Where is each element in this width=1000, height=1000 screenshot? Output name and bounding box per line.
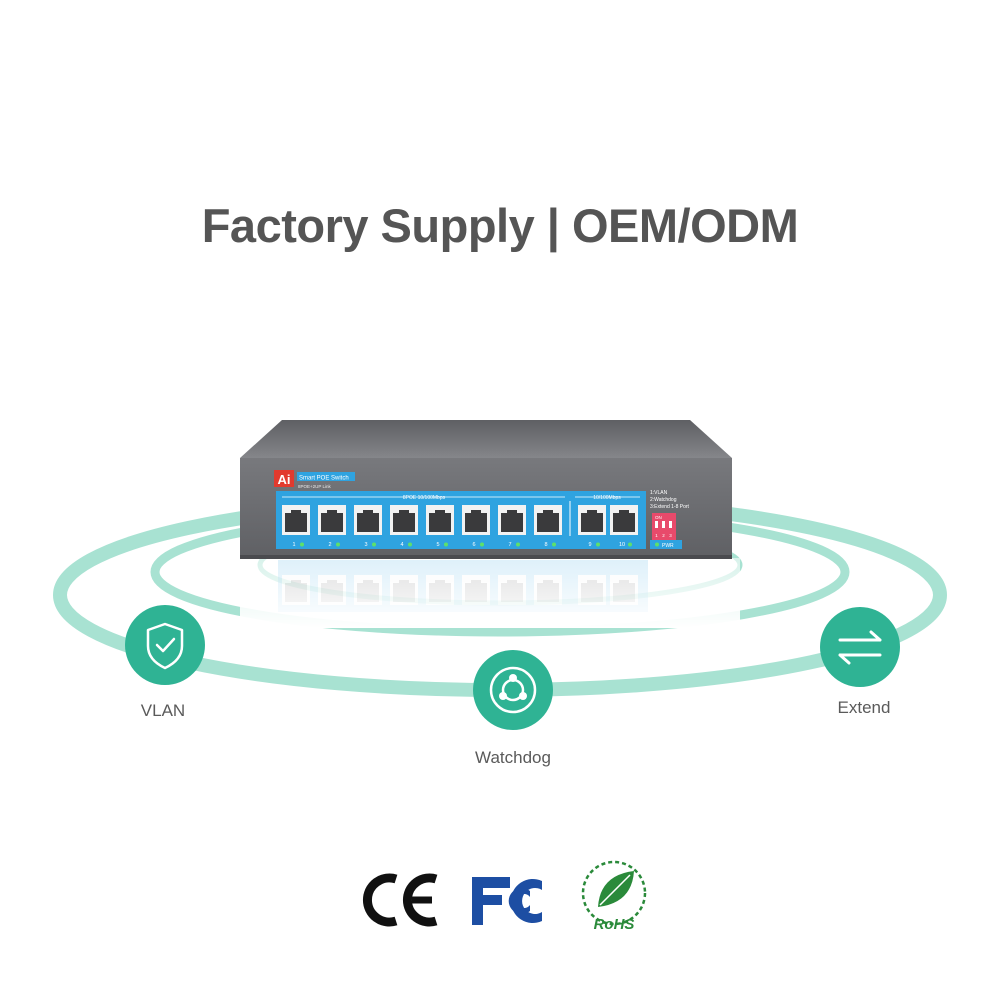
brand-badge	[274, 470, 294, 487]
fcc-mark-icon	[472, 877, 542, 925]
port-led-8	[552, 542, 556, 547]
model-subtitle: 8POE+2UP Link	[298, 484, 332, 489]
pwr-led	[655, 542, 659, 547]
port-led-6	[480, 542, 484, 547]
feature-label-watchdog: Watchdog	[475, 748, 551, 767]
feature-extend	[820, 607, 900, 687]
rohs-text: RoHS	[594, 916, 635, 933]
certification-logos: RoHS	[362, 860, 647, 933]
ethernet-port-10-socket	[613, 513, 635, 532]
port-number-1: 1	[292, 542, 295, 548]
brand-badge-text: Ai	[278, 472, 291, 487]
rohs-mark-icon: RoHS	[581, 860, 647, 933]
port-number-3: 3	[364, 542, 367, 548]
vlan-icon-circle	[125, 605, 205, 685]
port-led-3	[372, 542, 376, 547]
port-led-2	[336, 542, 340, 547]
port-led-1	[300, 542, 304, 547]
uplink-group-label: 10/100Mbps	[593, 495, 621, 501]
feature-label-extend: Extend	[837, 698, 891, 717]
extend-icon-circle	[820, 607, 900, 687]
ethernet-port-7-socket	[501, 513, 523, 532]
feature-vlan	[125, 605, 205, 685]
port-number-10: 10	[619, 542, 625, 548]
poe-switch: Ai Smart POE Switch 8POE+2UP Link 8POE 1…	[240, 420, 732, 559]
dip-number-3: 3	[669, 533, 672, 538]
port-number-8: 8	[544, 542, 547, 548]
port-led-5	[444, 542, 448, 547]
port-number-4: 4	[400, 542, 403, 548]
port-numbers: 1 2 3 4 5 6 7 8 9 10	[292, 542, 632, 548]
ethernet-port-2-socket	[321, 513, 343, 532]
reflection-fade	[240, 558, 740, 628]
ethernet-port-9-socket	[581, 513, 603, 532]
dip-legend-vlan: 1:VLAN	[650, 490, 668, 496]
pwr-label: PWR	[662, 543, 674, 549]
port-led-4	[408, 542, 412, 547]
headline: Factory Supply | OEM/ODM	[201, 199, 799, 252]
model-title: Smart POE Switch	[299, 476, 349, 482]
ethernet-port-5-socket	[429, 513, 451, 532]
feature-watchdog	[473, 650, 553, 730]
port-number-7: 7	[508, 542, 511, 548]
ethernet-port-6-socket	[465, 513, 487, 532]
port-number-2: 2	[328, 542, 331, 548]
ethernet-ports	[282, 505, 638, 535]
dip-on-label: ON	[655, 515, 662, 520]
port-led-10	[628, 542, 632, 547]
dip-number-1: 1	[655, 533, 658, 538]
dip-legend-extend: 3:Extend 1-8 Port	[650, 504, 690, 510]
port-number-6: 6	[472, 542, 475, 548]
port-number-9: 9	[588, 542, 591, 548]
poe-group-label: 8POE 10/100Mbps	[403, 495, 446, 501]
ethernet-port-4-socket	[393, 513, 415, 532]
watchdog-icon-circle	[473, 650, 553, 730]
swap-arrows-icon	[838, 630, 882, 665]
shield-check-icon	[146, 622, 184, 670]
ethernet-port-1-socket	[285, 513, 307, 532]
model-title-bg	[297, 472, 355, 481]
pwr-panel	[650, 540, 682, 549]
feature-label-vlan: VLAN	[140, 701, 186, 720]
port-led-7	[516, 542, 520, 547]
port-number-5: 5	[436, 542, 439, 548]
ethernet-port-8-socket	[537, 513, 559, 532]
switch-top	[240, 420, 732, 458]
product-scene: Ai Smart POE Switch 8POE+2UP Link 8POE 1…	[53, 420, 947, 730]
ethernet-port-3-socket	[357, 513, 379, 532]
port-led-9	[596, 542, 600, 547]
dip-number-2: 2	[662, 533, 665, 538]
ce-mark-icon	[362, 873, 438, 927]
dip-legend-watchdog: 2:Watchdog	[650, 497, 677, 503]
